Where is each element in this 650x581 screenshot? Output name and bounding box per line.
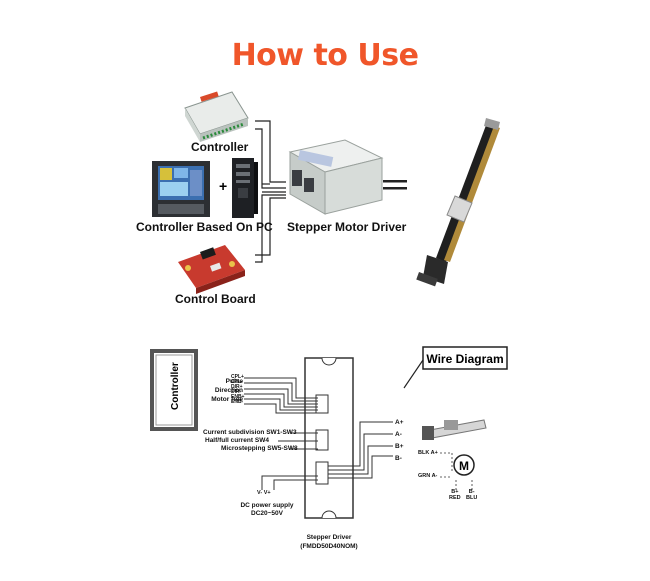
switch-sw-2: SW4 xyxy=(254,437,269,444)
switch-label-1: Current subdivision xyxy=(203,429,265,436)
pin-enb-plus: ENB+ xyxy=(231,394,245,400)
driver-caption: Stepper Driver (FMDD50D40NOM) xyxy=(294,533,364,551)
controller-box xyxy=(150,349,198,431)
connection-bracket xyxy=(255,120,286,263)
pc-controller-image xyxy=(152,161,210,217)
pin-dir-minus: DIR- xyxy=(231,389,242,395)
pc-box-image xyxy=(232,158,258,218)
motor-coil-lines xyxy=(440,452,473,490)
page-title: How to Use xyxy=(231,38,419,73)
switch-labels: Current subdivision SW1-SW3 Half/full cu… xyxy=(203,429,298,453)
pin-dir-plus: DIR+ xyxy=(231,384,243,390)
motor-symbol-label: M xyxy=(459,459,469,473)
signal-labels: Pulse Direction Motor free xyxy=(197,377,243,404)
control-board-image xyxy=(178,245,245,294)
stepper-driver-image xyxy=(288,139,384,215)
output-labels: A+ A- B+ B- xyxy=(395,417,404,465)
controller-pc-label: Controller Based On PC xyxy=(136,220,273,234)
stepper-driver-box xyxy=(304,357,354,519)
output-a-minus: A- xyxy=(395,431,402,438)
output-a-plus: A+ xyxy=(395,419,404,426)
signal-wires xyxy=(244,377,318,490)
plus-sign: + xyxy=(219,178,227,194)
signal-pins: CPL+ CPL- DIR+ DIR- ENB+ ENB- xyxy=(231,375,244,405)
switch-sw-1: SW1-SW3 xyxy=(266,429,297,436)
power-v-labels: V- V+ xyxy=(257,490,271,496)
power-supply-label: DC power supply DC20~50V xyxy=(240,502,294,517)
control-board-label: Control Board xyxy=(175,292,256,306)
controller-label: Controller xyxy=(191,140,249,154)
wire-diagram-title: Wire Diagram xyxy=(426,352,503,366)
switch-label-2: Half/full current xyxy=(205,437,254,444)
driver-caption-model: (FMDD50D40NOM) xyxy=(300,543,358,550)
linear-actuator-image xyxy=(416,118,500,287)
wire-blk: BLK A+ xyxy=(418,450,438,456)
signal-pulse: Pulse xyxy=(225,378,243,385)
controller-device-image xyxy=(184,91,249,142)
controller-box-label: Controller xyxy=(170,362,181,410)
wire-blu: B-BLU xyxy=(466,489,478,501)
pin-cpl-minus: CPL- xyxy=(231,379,243,385)
small-actuator-image xyxy=(422,419,487,440)
output-b-plus: B+ xyxy=(395,443,404,450)
wire-red: B+RED xyxy=(449,489,461,501)
signal-motor-free: Motor free xyxy=(211,396,243,403)
pin-enb-minus: ENB- xyxy=(231,399,244,405)
wire-grn: GRN A- xyxy=(418,473,438,479)
switch-sw-3: SW5-SW8 xyxy=(267,445,298,452)
equals-sign xyxy=(383,180,407,183)
driver-label: Stepper Motor Driver xyxy=(287,220,407,234)
wire-diagram-title-box xyxy=(422,346,508,370)
switch-label-3: Microstepping xyxy=(221,445,266,452)
signal-direction: Direction xyxy=(214,387,243,394)
driver-caption-title: Stepper Driver xyxy=(306,534,352,541)
pin-cpl-plus: CPL+ xyxy=(231,374,244,380)
motor-symbol xyxy=(453,454,475,476)
motor-wires xyxy=(328,421,393,479)
output-b-minus: B- xyxy=(395,455,402,462)
